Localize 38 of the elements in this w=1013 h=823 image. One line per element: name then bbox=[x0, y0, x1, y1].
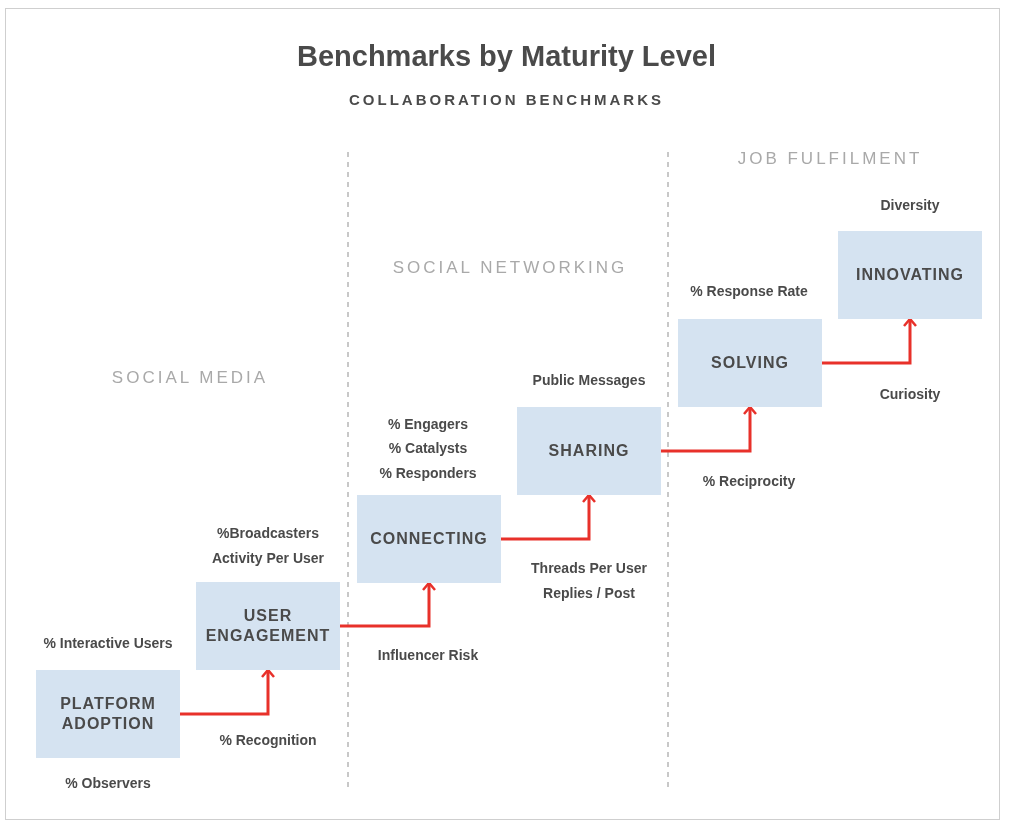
metric-label: % Response Rate bbox=[690, 283, 808, 299]
metric-label: Activity Per User bbox=[211, 550, 325, 566]
section-heading: JOB FULFILMENT bbox=[737, 149, 923, 169]
metric-label: % Observers bbox=[65, 775, 151, 791]
arrow bbox=[180, 668, 276, 716]
stage-label: SOLVING bbox=[711, 353, 789, 373]
stage-box bbox=[36, 670, 180, 758]
metric-label: % Interactive Users bbox=[43, 635, 173, 651]
metric-label: % Engagers bbox=[387, 416, 469, 432]
title: Benchmarks by Maturity Level bbox=[295, 40, 717, 73]
metric-label: Curiosity bbox=[879, 386, 941, 402]
subtitle: COLLABORATION BENCHMARKS bbox=[347, 91, 665, 108]
stage-label: CONNECTING bbox=[370, 529, 488, 549]
stage-box bbox=[678, 319, 822, 407]
arrow bbox=[340, 581, 437, 628]
arrow bbox=[501, 493, 597, 541]
stage-box bbox=[196, 582, 340, 670]
metric-label: %Broadcasters bbox=[217, 525, 319, 541]
stage-box bbox=[517, 407, 661, 495]
metric-label: Influencer Risk bbox=[377, 647, 479, 663]
metric-label: Diversity bbox=[880, 197, 940, 213]
metric-label: % Catalysts bbox=[388, 440, 468, 456]
metric-label: Replies / Post bbox=[543, 585, 635, 601]
metric-label: % Reciprocity bbox=[702, 473, 796, 489]
metric-label: Threads Per User bbox=[531, 560, 647, 576]
stage-label: USER ENGAGEMENT bbox=[205, 606, 331, 646]
stage-label: SHARING bbox=[548, 441, 630, 461]
stage-box bbox=[357, 495, 501, 583]
metric-label: Public Messages bbox=[532, 372, 646, 388]
stage-box bbox=[838, 231, 982, 319]
metric-label: % Responders bbox=[379, 465, 477, 481]
stage-label: PLATFORM ADOPTION bbox=[59, 694, 157, 734]
section-heading: SOCIAL NETWORKING bbox=[392, 258, 628, 278]
metric-label: % Recognition bbox=[219, 732, 317, 748]
arrow bbox=[661, 405, 758, 453]
arrow bbox=[822, 317, 918, 365]
stage-label: INNOVATING bbox=[855, 265, 965, 285]
section-heading: SOCIAL MEDIA bbox=[111, 368, 269, 388]
